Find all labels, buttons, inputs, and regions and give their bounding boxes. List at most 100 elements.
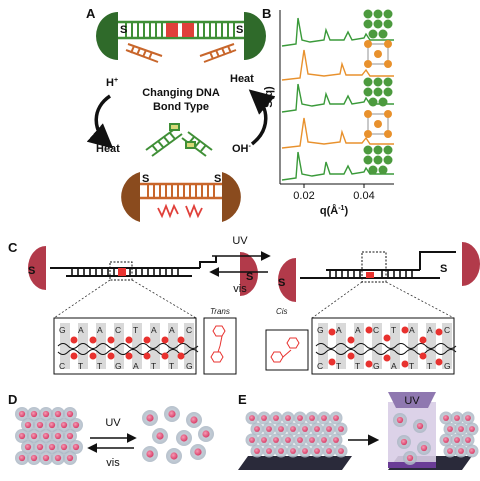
vis-label: vis [233,283,247,295]
nanoparticle [21,440,35,454]
base-letter: T [97,361,102,371]
nanoparticle [15,451,29,465]
nanoparticle [69,440,83,454]
nanoparticle [317,433,331,447]
base-letter: A [151,325,157,335]
dna-duplex-cis [300,251,440,283]
nanoparticle [439,433,453,447]
nanoparticle [293,433,307,447]
nanoparticle [317,411,331,425]
base-letter: A [391,361,397,371]
x-tick-label: 0.02 [293,190,314,202]
zoom-guide [53,279,111,319]
changing-dna-line2: Bond Type [153,101,209,113]
nanoparticle [443,422,457,436]
nanoparticle [281,433,295,447]
nanoparticle [27,451,41,465]
thiol-label: S [440,263,447,275]
sq-curve [281,117,394,149]
base-letter: C [59,361,65,371]
nanoparticle [269,411,283,425]
x-tick-label: 0.04 [353,190,374,202]
nanoparticle [51,429,65,443]
trans-zoom-box: G A A C T A A C C T T G A T T G [53,317,199,375]
heat-left-label: Heat [96,143,120,155]
trans-label: Trans [210,307,230,316]
nanoparticle [257,433,271,447]
nanoparticle [305,411,319,425]
curved-arrow-right [248,89,276,146]
uv-beam [388,392,436,408]
base-letter: G [115,361,122,371]
dna-overhang [419,251,456,270]
nanoparticle [33,418,47,432]
nanoparticle [27,407,41,421]
base-letter: C [373,325,379,335]
base-letter: G [373,361,380,371]
substrate-left [238,456,352,470]
trans-azobenzene-inset: Trans [203,307,237,375]
nanoparticle [465,422,479,436]
orange-dna-strand-left [125,43,163,63]
lattice-icon-orange [364,110,392,138]
nanoparticle [33,440,47,454]
nanoparticle [63,407,77,421]
nanoparticle [69,418,83,432]
base-letter: T [133,325,138,335]
base-letter: C [317,361,323,371]
panel-label-e: E [238,392,247,407]
nanoparticle [305,433,319,447]
nanoparticle [281,411,295,425]
dna-duplex-trans [50,261,200,281]
base-letter: T [355,361,360,371]
orange-dna-duplex [140,182,222,200]
sq-curve [281,49,394,81]
nanoparticle [51,407,65,421]
thiol-label: S [142,173,149,185]
thiol-label: S [28,265,35,277]
nanoparticle [245,411,259,425]
nanoparticle [274,444,288,458]
red-random-coil [185,203,203,219]
panel-b: B 0.02 0.04 q(Å-1) S(q) [262,6,394,217]
brown-nanoparticle-left [121,172,140,222]
nanoparticle [45,440,59,454]
nanoparticle [393,413,407,427]
y-axis-label: S(q) [263,86,275,108]
nanoparticle [454,422,468,436]
zoom-guide [131,279,197,319]
nanoparticle [298,422,312,436]
nanoparticle [269,433,283,447]
green-dna-duplex [118,20,244,40]
brown-nanoparticle-right [222,172,241,222]
sq-curve [281,151,394,181]
substrate-particle-array [245,411,348,458]
nanoparticle [198,426,214,442]
nanoparticle [176,430,192,446]
uv-label: UV [232,235,248,247]
panel-label-a: A [86,6,96,21]
base-letter: T [391,325,396,335]
nanoparticle [15,407,29,421]
dna-overhang [199,256,217,268]
cis-label: Cis [276,307,288,316]
nanoparticle [262,422,276,436]
base-letter: C [186,325,192,335]
base-letter: G [186,361,193,371]
base-letter: T [336,361,341,371]
red-linker-block [182,23,194,37]
nanoparticle [190,444,206,460]
nanoparticle [461,433,475,447]
nanoparticle-left [28,246,46,290]
green-nanoparticle-right [244,12,266,60]
remaining-particle-array [439,411,479,458]
released-particles [393,413,431,465]
base-letter: T [427,361,432,371]
nanoparticle [443,444,457,458]
nanoparticle [334,422,348,436]
sq-curve [281,83,394,113]
nanoparticle [166,448,182,464]
nanoparticle [39,451,53,465]
orange-dna-strand-right [199,43,237,63]
panel-c: C S S UV vis S [8,235,480,375]
